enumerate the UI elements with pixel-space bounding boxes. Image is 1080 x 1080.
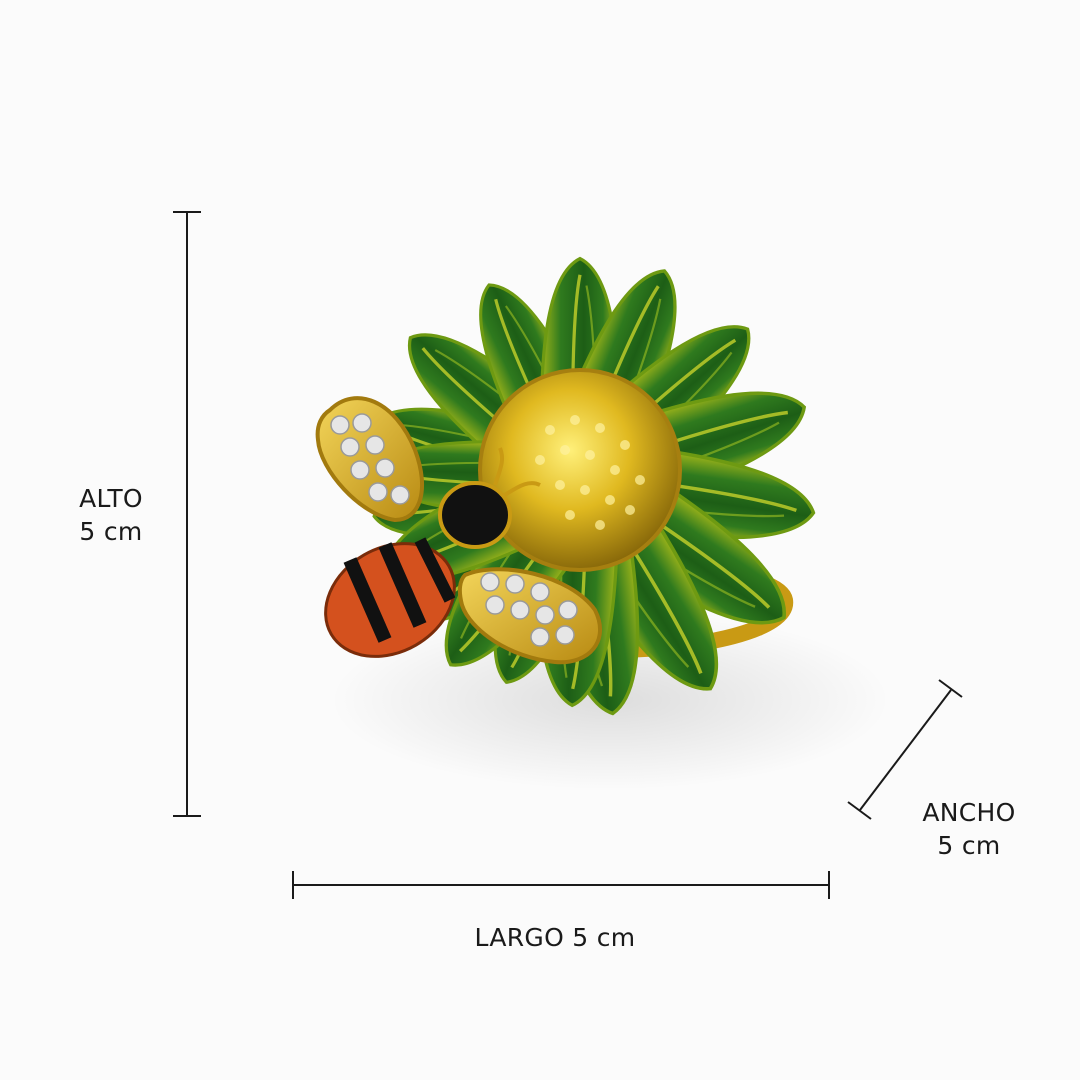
width-label: ANCHO 5 cm: [904, 796, 1034, 862]
length-label-text: LARGO 5 cm: [474, 923, 636, 952]
height-label-title: ALTO: [79, 484, 143, 513]
height-label-value: 5 cm: [79, 517, 143, 546]
bee-icon: [315, 396, 602, 665]
width-label-title: ANCHO: [922, 798, 1016, 827]
length-label: LARGO 5 cm: [420, 921, 690, 954]
width-label-value: 5 cm: [937, 831, 1001, 860]
height-label: ALTO 5 cm: [50, 482, 172, 548]
